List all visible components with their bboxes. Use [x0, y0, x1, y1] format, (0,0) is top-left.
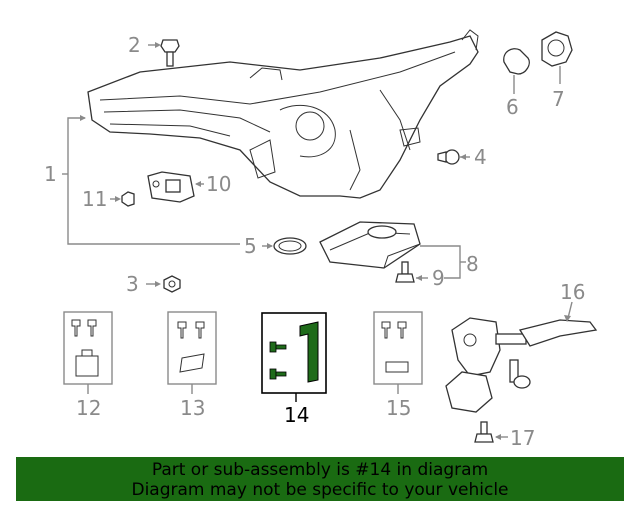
callout-8[interactable]: 8 [466, 252, 479, 276]
module-part-8[interactable] [319, 221, 421, 269]
bulb-part-6[interactable] [503, 48, 530, 94]
banner-line-1: Part or sub-assembly is #14 in diagram [151, 460, 489, 480]
bolt-part-17[interactable] [474, 421, 494, 443]
callout-2[interactable]: 2 [128, 33, 141, 57]
leveling-actuator-part-16[interactable] [445, 317, 598, 413]
highlighted-part-14-bracket [299, 321, 319, 383]
callout-16[interactable]: 16 [560, 280, 585, 304]
callout-11[interactable]: 11 [82, 187, 107, 211]
callout-5[interactable]: 5 [244, 234, 257, 258]
notice-banner: Part or sub-assembly is #14 in diagram D… [16, 457, 624, 501]
kit-box-14[interactable] [261, 312, 327, 394]
callout-13[interactable]: 13 [180, 396, 205, 420]
callout-14[interactable]: 14 [284, 403, 309, 427]
callout-4[interactable]: 4 [474, 145, 487, 169]
bracket-part-10[interactable] [147, 171, 195, 203]
screw-part-11[interactable] [121, 191, 135, 207]
bulb-part-7[interactable] [541, 31, 573, 84]
nut-part-3[interactable] [163, 275, 181, 293]
callout-12[interactable]: 12 [76, 396, 101, 420]
callout-15[interactable]: 15 [386, 396, 411, 420]
clip-part-4[interactable] [437, 149, 460, 165]
callout-10[interactable]: 10 [206, 172, 231, 196]
kit-box-13[interactable] [167, 311, 217, 385]
callout-9[interactable]: 9 [432, 266, 445, 290]
bolt-part-9[interactable] [395, 261, 415, 283]
callout-3[interactable]: 3 [126, 272, 139, 296]
highlighted-part-14-screw-bottom [269, 368, 287, 380]
headlamp-assembly[interactable] [87, 29, 479, 199]
banner-line-2: Diagram may not be specific to your vehi… [131, 480, 509, 500]
kit-box-12[interactable] [63, 311, 113, 385]
callout-17[interactable]: 17 [510, 426, 535, 450]
parts-diagram: 1 2 6 7 4 10 11 [44, 29, 598, 450]
callout-6[interactable]: 6 [506, 95, 519, 119]
callout-7[interactable]: 7 [552, 87, 565, 111]
gasket-part-5[interactable] [273, 237, 307, 255]
highlighted-part-14-screw-top [269, 341, 287, 353]
kit-box-15[interactable] [373, 311, 423, 385]
bolt-part-2[interactable] [160, 39, 180, 67]
callout-1[interactable]: 1 [44, 162, 57, 186]
